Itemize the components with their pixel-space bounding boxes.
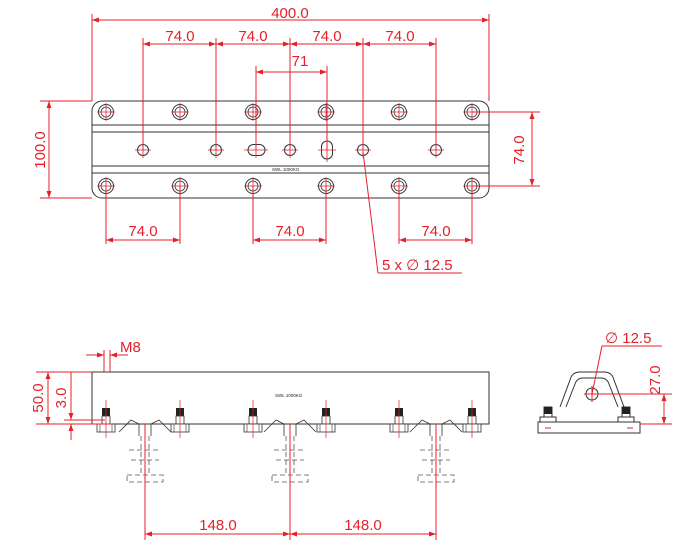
- top-pitch-label-2: 74.0: [238, 28, 267, 45]
- side-hole-diameter-label: ∅ 12.5: [605, 330, 651, 347]
- front-bolt-2: [170, 400, 190, 438]
- top-dimensions: 400.0 74.0 74.0 74.0 74.0 71 100.0 74.0 …: [32, 5, 540, 274]
- slot-spacing-label: 71: [292, 53, 309, 70]
- front-bolt-1: [96, 400, 116, 438]
- top-plate-marking: SWL 1000KG: [272, 167, 300, 172]
- row-spacing-label: 74.0: [511, 135, 528, 164]
- side-bracket-outline: [559, 371, 625, 408]
- hole-callout-label: 5 x ∅ 12.5: [382, 257, 453, 274]
- front-plate-outline: [91, 371, 490, 425]
- rail-pitch-label-1: 148.0: [199, 517, 237, 534]
- rail-pitch-label-2: 148.0: [344, 517, 382, 534]
- side-dimensions: ∅ 12.5 27.0: [591, 330, 672, 425]
- bottom-pitch-label-1: 74.0: [128, 223, 157, 240]
- height-label: 50.0: [30, 383, 47, 412]
- top-pitch-label-3: 74.0: [312, 28, 341, 45]
- thread-label: M8: [120, 339, 141, 356]
- top-view: SWL 1000KG: [91, 100, 490, 199]
- front-bolt-5: [389, 400, 409, 438]
- front-bolt-3: [243, 400, 263, 438]
- side-hole-height-label: 27.0: [647, 365, 664, 394]
- overall-width-label: 100.0: [32, 131, 49, 169]
- bolt-bottom-5: [390, 177, 408, 195]
- front-plate-marking: SWL 1000KG: [275, 393, 303, 398]
- front-bolt-4: [316, 400, 336, 438]
- top-pitch-label-4: 74.0: [385, 28, 414, 45]
- bolt-top-2: [171, 103, 189, 121]
- bottom-pitch-label-3: 74.0: [421, 223, 450, 240]
- front-bolt-6: [462, 400, 482, 438]
- overall-length-label: 400.0: [271, 5, 309, 22]
- bolt-top-1: [97, 103, 115, 121]
- side-view: [537, 371, 641, 434]
- front-fastener-group: [96, 400, 482, 490]
- thickness-label: 3.0: [53, 388, 70, 409]
- bolt-top-4: [317, 103, 335, 121]
- bolt-top-3: [244, 103, 262, 121]
- front-dimensions: M8 50.0 3.0 148.0 148.0: [30, 339, 437, 540]
- bolt-top-5: [390, 103, 408, 121]
- top-pitch-label-1: 74.0: [165, 28, 194, 45]
- bottom-pitch-label-2: 74.0: [275, 223, 304, 240]
